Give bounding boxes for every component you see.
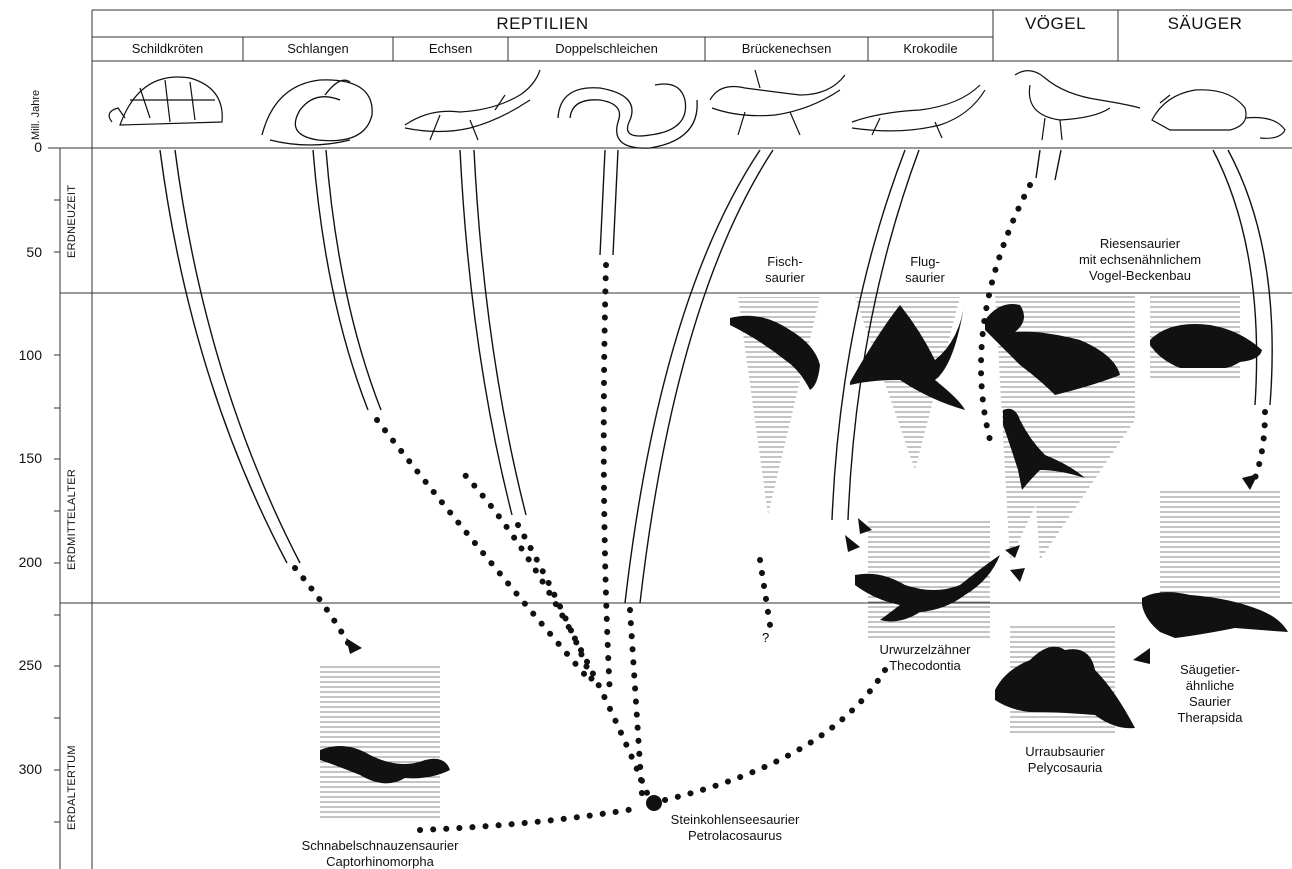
dots-thecodontia	[665, 670, 885, 800]
column-header-schildkroeten: Schildkröten	[92, 41, 243, 56]
dots-schlangen	[377, 420, 585, 675]
turtle-icon	[109, 77, 222, 125]
rat-icon	[1152, 90, 1285, 139]
snake-icon	[262, 80, 372, 145]
label-urwurzelzaehner: Urwurzelzähner Thecodontia	[850, 642, 1000, 674]
tube-doppelschleichen	[600, 150, 618, 255]
group-header-voegel: VÖGEL	[993, 14, 1118, 34]
column-header-schlangen: Schlangen	[243, 41, 393, 56]
arrow-riesensaurier-b	[1010, 568, 1025, 582]
tube-echsen	[460, 150, 526, 515]
era-erdneuzeit: ERDNEUZEIT	[66, 185, 78, 258]
origin-node-petrolacosaurus	[646, 795, 662, 811]
arrow-therapsida	[1242, 474, 1258, 490]
arrow-thecodontia-left	[845, 535, 860, 552]
label-urraubsaurier: Urraubsaurier Pelycosauria	[995, 744, 1135, 776]
tuatara-icon	[710, 70, 845, 135]
dots-steinkohlen-fan	[465, 475, 652, 805]
dots-schildkroeten	[295, 568, 352, 650]
tube-schlangen	[313, 150, 381, 410]
crocodile-icon	[852, 85, 985, 138]
label-flugsaurier: Flug- saurier	[880, 254, 970, 286]
tick-150: 150	[2, 450, 42, 466]
tube-voegel	[1036, 150, 1061, 180]
label-steinkohlen: Steinkohlenseesaurier Petrolacosaurus	[640, 812, 830, 844]
fossil-silhouettes	[320, 300, 1288, 783]
label-saeugetieraehnliche: Säugetier- ähnliche Saurier Therapsida	[1150, 662, 1270, 726]
column-header-brueckenechsen: Brückenechsen	[705, 41, 868, 56]
lizard-icon	[405, 70, 540, 140]
arrowheads	[346, 474, 1258, 664]
dots-schnabel	[420, 808, 640, 830]
question-mark: ?	[762, 630, 769, 645]
era-erdaltertum: ERDALTERTUM	[66, 745, 78, 830]
dots-saeuger	[1255, 412, 1265, 478]
arrow-pelycosauria	[1133, 648, 1150, 664]
tick-200: 200	[2, 554, 42, 570]
tick-250: 250	[2, 657, 42, 673]
hatch-therapsida	[1160, 490, 1280, 600]
group-header-reptilien: REPTILIEN	[92, 14, 993, 34]
tick-300: 300	[2, 761, 42, 777]
dots-fischsaurier	[760, 560, 770, 625]
tick-0: 0	[2, 139, 42, 155]
column-header-krokodile: Krokodile	[868, 41, 993, 56]
label-fischsaurier: Fisch- saurier	[740, 254, 830, 286]
dots-doppelschleichen	[604, 265, 610, 695]
arrow-schnabel	[346, 638, 362, 654]
group-header-saeuger: SÄUGER	[1118, 14, 1292, 34]
label-riesensaurier: Riesensaurier mit echsenähnlichem Vogel-…	[1040, 236, 1240, 284]
hatch-schnabelschnauzen	[320, 665, 440, 820]
tick-50: 50	[2, 244, 42, 260]
bird-icon	[1015, 71, 1140, 140]
worm-lizard-icon	[558, 84, 697, 148]
tube-schildkroeten	[160, 150, 300, 563]
axis-title: Mill. Jahre	[30, 90, 42, 140]
tick-100: 100	[2, 347, 42, 363]
label-schnabelschnauzen: Schnabelschnauzensaurier Captorhinomorph…	[265, 838, 495, 869]
column-header-doppelschleichen: Doppelschleichen	[508, 41, 705, 56]
era-erdmittelalter: ERDMITTELALTER	[66, 469, 78, 570]
column-header-echsen: Echsen	[393, 41, 508, 56]
